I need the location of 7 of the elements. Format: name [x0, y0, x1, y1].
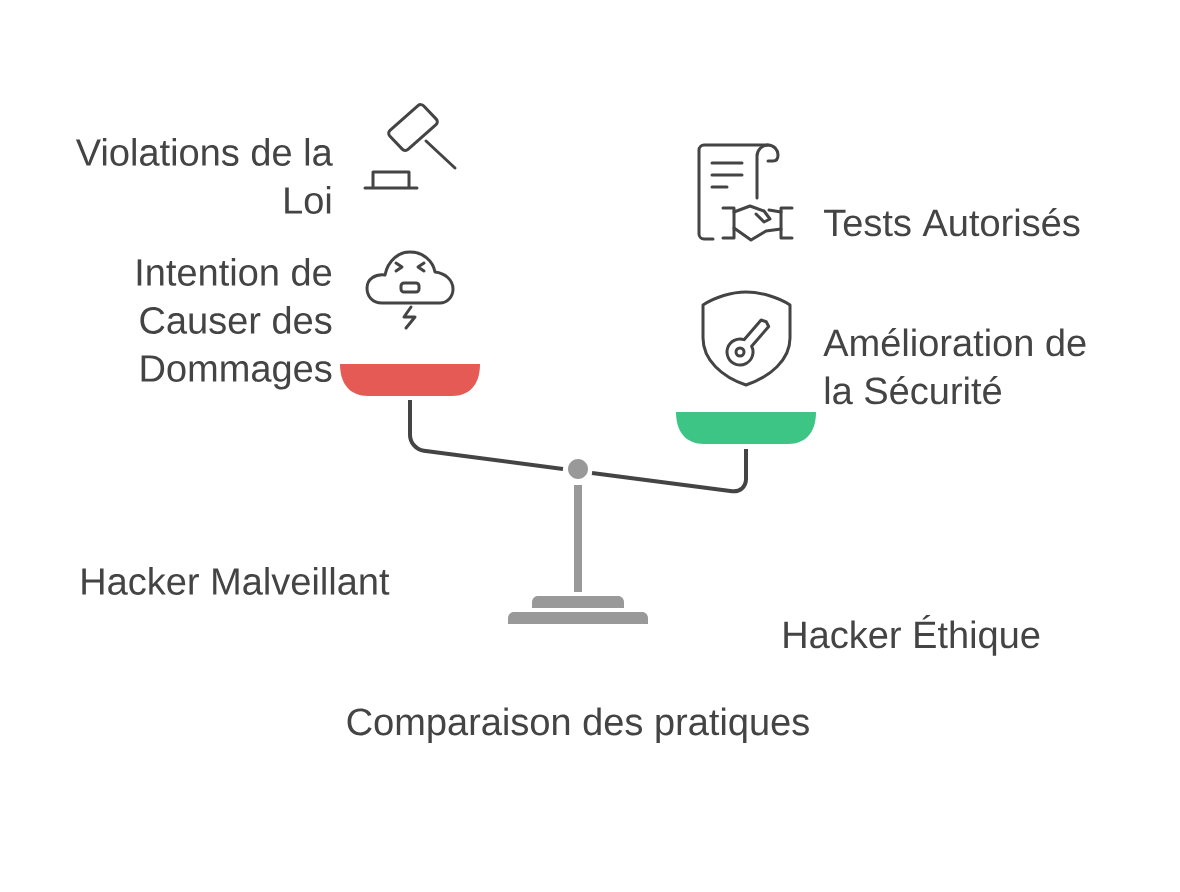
- label: Violations de la Loi: [75, 138, 333, 214]
- label: Hacker Éthique: [784, 615, 1040, 656]
- label: Hacker Malveillant: [82, 567, 390, 595]
- caption: Comparaison des pratiques: [347, 707, 809, 743]
- label: Tests Autorisés: [824, 208, 1080, 237]
- label: Amélioration de la Sécurité: [823, 328, 1086, 405]
- label: Intention de Causer des Dommages: [137, 258, 332, 390]
